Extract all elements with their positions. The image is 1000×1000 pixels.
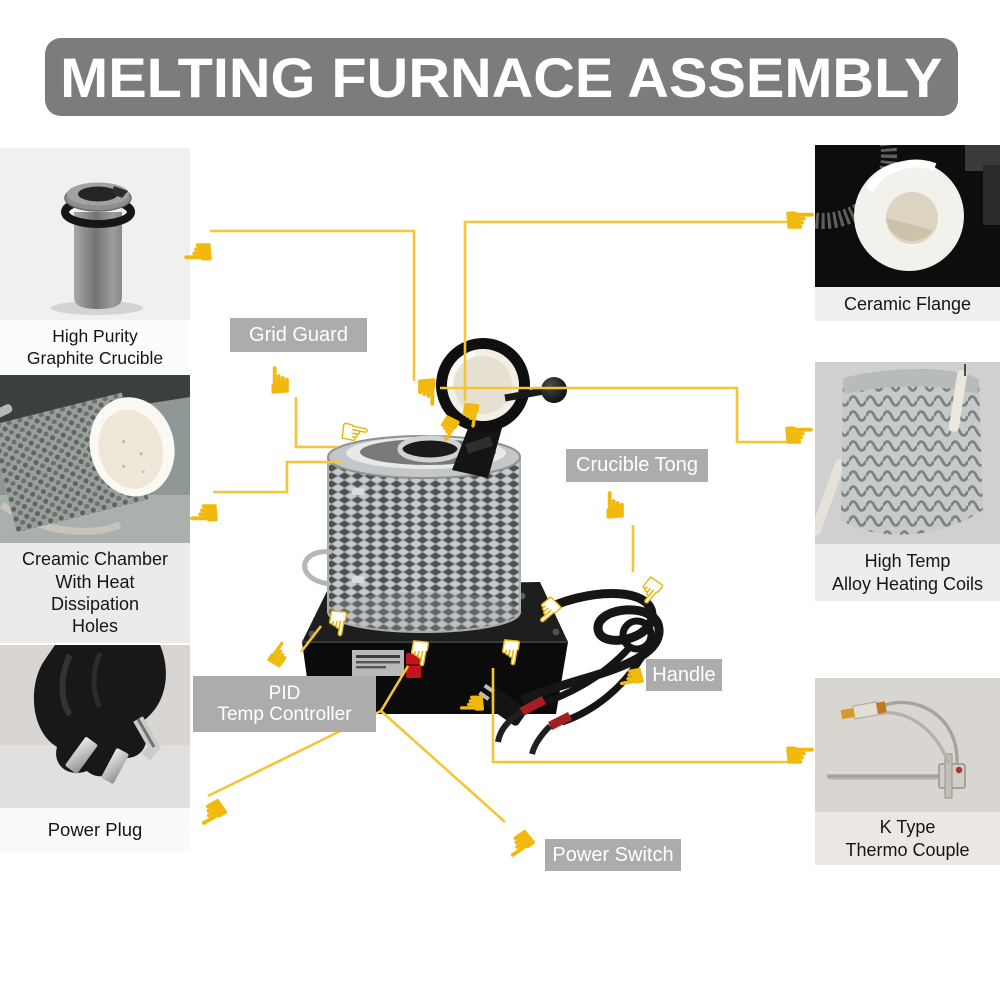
ceramic-flange-drawing bbox=[815, 145, 1000, 271]
graphite-crucible-label: High Purity Graphite Crucible bbox=[0, 320, 190, 375]
callout-label: Crucible Tong bbox=[576, 454, 698, 477]
callout-label: Temp Controller bbox=[217, 704, 352, 725]
callout-power-switch: Power Switch bbox=[545, 839, 681, 871]
label-line: Creamic Chamber bbox=[21, 549, 169, 570]
ceramic-flange-label: Ceramic Flange bbox=[815, 287, 1000, 321]
title-banner: MELTING FURNACE ASSEMBLY bbox=[45, 38, 958, 116]
callout-label: Handle bbox=[652, 663, 716, 686]
lid-knob bbox=[541, 377, 567, 403]
ceramic-chamber-drawing bbox=[0, 375, 190, 543]
furnace-lid bbox=[436, 338, 530, 432]
callout-grid-guard: Grid Guard bbox=[230, 318, 367, 352]
label-line: Thermo Couple bbox=[845, 839, 970, 860]
callout-label: Power Switch bbox=[552, 843, 674, 866]
callout-label: PID bbox=[268, 682, 301, 704]
label-line: Holes bbox=[71, 616, 119, 637]
grid-guard-mesh bbox=[327, 457, 521, 633]
pointer-hand-icon: ☛ bbox=[782, 413, 816, 457]
callout-label: Grid Guard bbox=[249, 323, 348, 346]
thermocouple-photo bbox=[815, 678, 1000, 812]
graphite-crucible-drawing bbox=[51, 182, 143, 315]
heating-coils-label: High Temp Alloy Heating Coils bbox=[815, 544, 1000, 601]
heating-coils-drawing bbox=[815, 364, 983, 536]
callout-crucible-tong: Crucible Tong bbox=[566, 449, 708, 482]
label-line: Alloy Heating Coils bbox=[831, 573, 984, 594]
graphite-crucible-photo bbox=[0, 148, 190, 320]
callout-pid-temp-controller: PID Temp Controller bbox=[193, 676, 376, 732]
power-plug-photo bbox=[0, 645, 190, 808]
label-line: Graphite Crucible bbox=[26, 347, 164, 368]
pointer-hand-icon: ☛ bbox=[493, 816, 546, 872]
thermocouple-drawing bbox=[827, 700, 966, 799]
page-title: MELTING FURNACE ASSEMBLY bbox=[60, 45, 943, 109]
ceramic-flange-photo bbox=[815, 145, 1000, 287]
thermocouple-label: K Type Thermo Couple bbox=[815, 812, 1000, 865]
label-line: K Type bbox=[879, 817, 936, 838]
power-plug-drawing bbox=[0, 645, 190, 808]
pointer-hand-icon: ☛ bbox=[783, 198, 817, 242]
label-line: High Temp bbox=[864, 551, 951, 572]
ceramic-chamber-photo bbox=[0, 375, 190, 543]
ceramic-chamber-label: Creamic Chamber With Heat Dissipation Ho… bbox=[0, 543, 190, 643]
label-line: With Heat bbox=[55, 571, 135, 592]
heating-coils-photo bbox=[815, 362, 1000, 544]
label-line: Power Plug bbox=[47, 818, 143, 840]
label-line: Dissipation bbox=[50, 594, 140, 614]
pointer-hand-icon: ☛ bbox=[186, 785, 238, 840]
label-line: High Purity bbox=[52, 325, 138, 346]
pointer-hand-icon: ☛ bbox=[187, 491, 221, 535]
label-line: Ceramic Flange bbox=[843, 293, 972, 314]
pointer-hand-icon: ☛ bbox=[783, 733, 817, 777]
callout-handle: Handle bbox=[646, 659, 722, 691]
power-plug-label: Power Plug bbox=[0, 808, 190, 852]
